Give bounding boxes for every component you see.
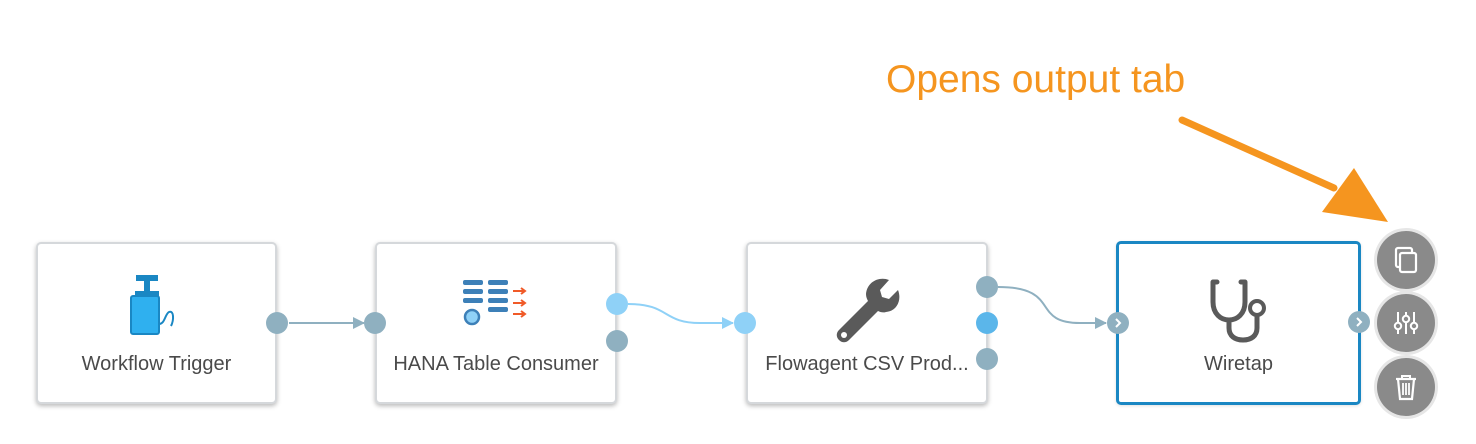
node-label: HANA Table Consumer (393, 353, 599, 375)
configure-button[interactable] (1377, 294, 1435, 352)
delete-button[interactable] (1377, 358, 1435, 416)
workflow-trigger-icon (127, 272, 187, 341)
output-port-csv-2[interactable] (976, 312, 998, 334)
output-port-csv-1[interactable] (976, 276, 998, 298)
chevron-right-icon (1115, 318, 1122, 328)
operator-hana-table-consumer[interactable]: HANA Table Consumer (375, 242, 617, 404)
node-label: Wiretap (1204, 353, 1273, 375)
output-port-consumer-error[interactable] (606, 330, 628, 352)
stethoscope-icon (1207, 276, 1271, 349)
open-output-button[interactable] (1377, 231, 1435, 289)
output-port-consumer-data[interactable] (606, 293, 628, 315)
output-port-wiretap[interactable] (1348, 311, 1370, 333)
input-port-csv[interactable] (734, 312, 756, 334)
node-label: Workflow Trigger (81, 353, 232, 375)
trash-icon (1396, 375, 1416, 401)
sliders-icon (1393, 312, 1419, 334)
input-port-wiretap[interactable] (1107, 312, 1129, 334)
node-label: Flowagent CSV Prod... (765, 353, 969, 375)
output-port-csv-3[interactable] (976, 348, 998, 370)
operator-workflow-trigger[interactable]: Workflow Trigger (36, 242, 277, 404)
wrench-icon (831, 274, 903, 351)
output-port-trigger[interactable] (266, 312, 288, 334)
input-port-consumer[interactable] (364, 312, 386, 334)
operator-wiretap[interactable]: Wiretap (1116, 241, 1361, 405)
copy-icon (1394, 246, 1418, 274)
chevron-right-icon (1356, 317, 1363, 327)
table-consumer-icon (461, 278, 531, 333)
annotation-text: Opens output tab (886, 58, 1186, 101)
